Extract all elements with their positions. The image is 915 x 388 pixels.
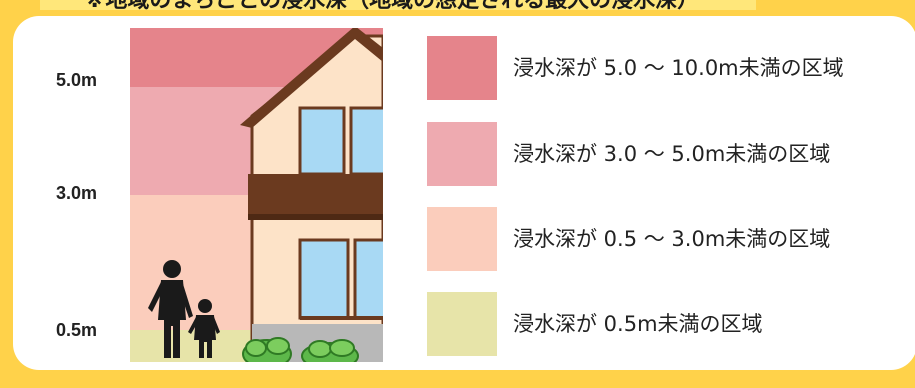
shrub-icon <box>242 337 359 362</box>
legend-swatch <box>427 36 497 100</box>
parent-icon <box>148 260 193 358</box>
legend-swatch <box>427 122 497 186</box>
roof <box>240 28 383 128</box>
balcony <box>248 174 383 218</box>
lower-window-right <box>353 238 383 320</box>
flood-depth-scene <box>130 28 383 362</box>
upper-window-right <box>349 106 383 176</box>
legend-label: 浸水深が 5.0 〜 10.0m未満の区域 <box>513 56 844 80</box>
house-illustration <box>240 28 383 362</box>
legend-swatch <box>427 292 497 356</box>
legend-label: 浸水深が 0.5 〜 3.0m未満の区域 <box>513 227 831 251</box>
child-icon <box>188 299 220 358</box>
depth-label-5m: 5.0m <box>56 70 98 90</box>
depth-label-0-5m: 0.5m <box>56 320 98 340</box>
lower-window-left <box>298 238 350 320</box>
upper-window-left <box>298 106 346 176</box>
legend-swatch <box>427 207 497 271</box>
page-title: ※地域のまちごとの浸水深（地域の想定される最大の浸水深） <box>84 0 699 10</box>
legend-label: 浸水深が 3.0 〜 5.0m未満の区域 <box>513 142 831 166</box>
legend-label: 浸水深が 0.5m未満の区域 <box>513 312 763 336</box>
depth-label-3m: 3.0m <box>56 183 98 203</box>
title-strip: ※地域のまちごとの浸水深（地域の想定される最大の浸水深） <box>40 0 756 10</box>
